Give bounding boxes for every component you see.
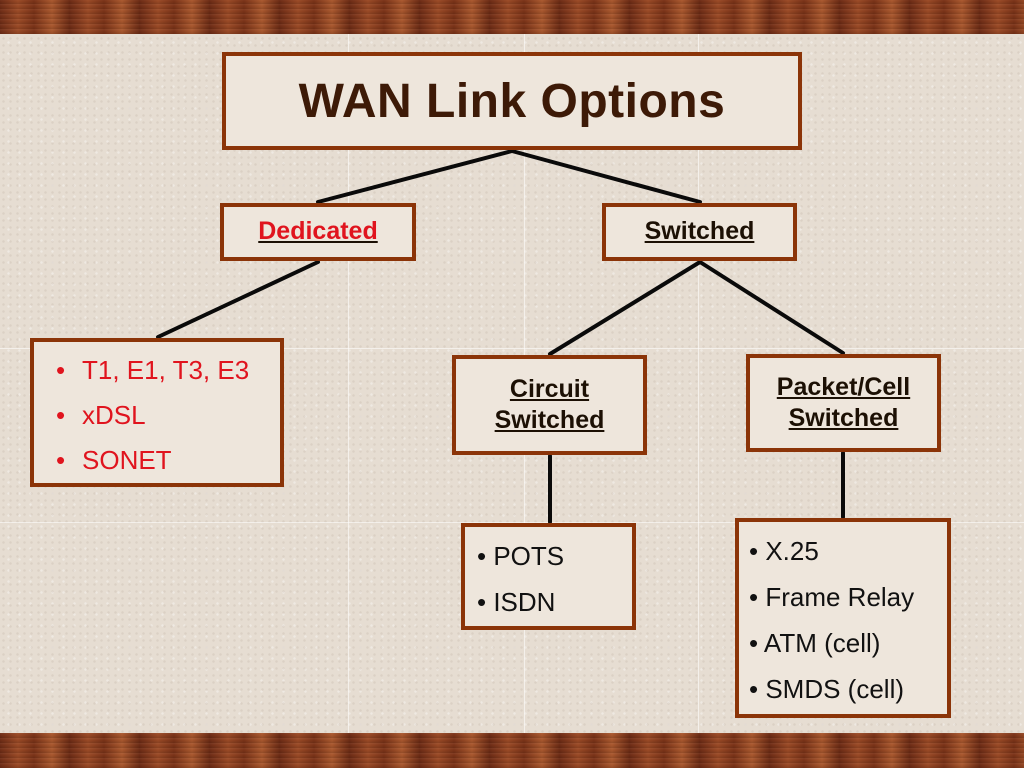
circuit-switched-node: Circuit Switched <box>452 355 647 455</box>
list-item: Frame Relay <box>749 574 933 620</box>
list-item: X.25 <box>749 528 933 574</box>
background-gridline <box>348 34 349 733</box>
switched-node: Switched <box>602 203 797 261</box>
connector-title-dedicated <box>316 149 514 204</box>
list-item: T1, E1, T3, E3 <box>56 348 266 393</box>
packet-list-box: X.25 Frame Relay ATM (cell) SMDS (cell) <box>735 518 951 718</box>
connector-dedicated-list <box>156 260 320 339</box>
title-box: WAN Link Options <box>222 52 802 150</box>
background-gridline <box>0 522 1024 523</box>
list-item: ATM (cell) <box>749 620 933 666</box>
page-title: WAN Link Options <box>298 74 726 128</box>
bottom-wood-border <box>0 733 1024 768</box>
switched-label: Switched <box>644 217 755 246</box>
list-item: SONET <box>56 438 266 483</box>
dedicated-node: Dedicated <box>220 203 416 261</box>
dedicated-label: Dedicated <box>258 217 378 246</box>
circuit-label-line1: Circuit <box>509 374 590 403</box>
dedicated-list-box: T1, E1, T3, E3 xDSL SONET <box>30 338 284 487</box>
packet-label-line1: Packet/Cell <box>776 372 911 401</box>
top-wood-border <box>0 0 1024 34</box>
list-item: ISDN <box>477 579 618 625</box>
connector-switched-packet <box>698 260 845 355</box>
list-item: xDSL <box>56 393 266 438</box>
list-item: SMDS (cell) <box>749 666 933 712</box>
background-gridline <box>0 348 1024 349</box>
background-gridline <box>698 34 699 733</box>
connector-title-switched <box>510 149 702 204</box>
list-item: POTS <box>477 533 618 579</box>
packet-label-line2: Switched <box>788 404 899 432</box>
connector-switched-circuit <box>548 260 702 356</box>
circuit-label-line2: Switched <box>494 406 605 434</box>
circuit-list-box: POTS ISDN <box>461 523 636 630</box>
packet-cell-switched-node: Packet/Cell Switched <box>746 354 941 452</box>
